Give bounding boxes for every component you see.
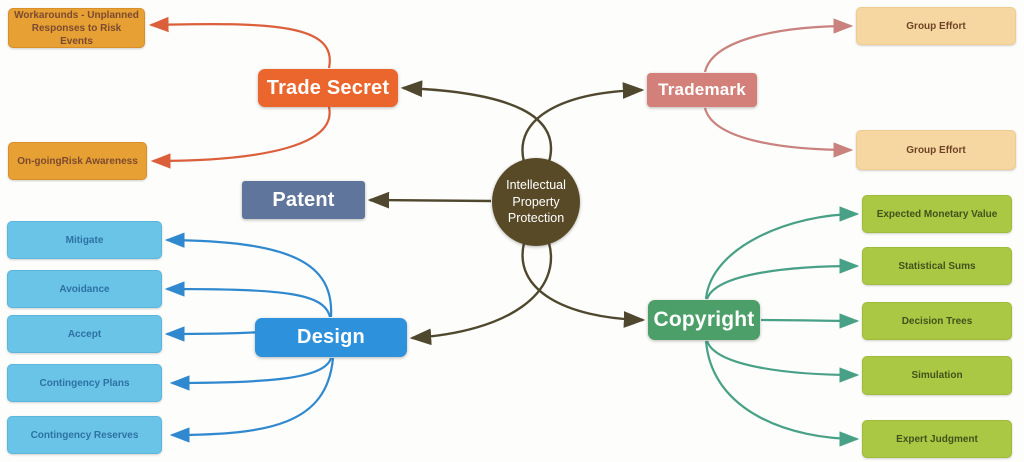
edge-copyright-decision-trees bbox=[760, 313, 860, 329]
node-mitigate: Mitigate bbox=[7, 221, 162, 259]
node-center-intellectual-property-protection: Intellectual Property Protection bbox=[492, 158, 580, 246]
node-ongoing-risk-awareness: On-goingRisk Awareness bbox=[8, 142, 147, 180]
edge-copyright-expert-judgment bbox=[704, 340, 860, 447]
node-trade-secret: Trade Secret bbox=[258, 69, 398, 107]
node-avoidance: Avoidance bbox=[7, 270, 162, 308]
edge-center-design bbox=[409, 242, 552, 346]
node-simulation: Simulation bbox=[862, 356, 1012, 395]
node-expert-judgment: Expert Judgment bbox=[862, 420, 1012, 458]
edge-copyright-statistical-sums bbox=[705, 258, 860, 300]
node-accept: Accept bbox=[7, 315, 162, 353]
edge-trademark-groupeffort2 bbox=[703, 107, 854, 158]
node-copyright: Copyright bbox=[648, 300, 760, 340]
edge-design-contingency-reserves bbox=[169, 357, 335, 443]
edge-tradesecret-ongoing bbox=[150, 106, 331, 169]
node-decision-trees: Decision Trees bbox=[862, 302, 1012, 340]
node-workarounds: Workarounds - Unplanned Responses to Ris… bbox=[8, 8, 145, 48]
edge-center-trade-secret bbox=[400, 80, 553, 163]
node-contingency-plans: Contingency Plans bbox=[7, 364, 162, 402]
node-contingency-reserves: Contingency Reserves bbox=[7, 416, 162, 454]
node-group-effort-1: Group Effort bbox=[856, 7, 1016, 45]
edge-center-trademark bbox=[521, 82, 645, 163]
edge-tradesecret-workarounds bbox=[148, 16, 331, 69]
node-statistical-sums: Statistical Sums bbox=[862, 247, 1012, 285]
edge-center-copyright bbox=[521, 242, 646, 328]
edge-design-mitigate bbox=[164, 232, 333, 318]
node-trademark: Trademark bbox=[647, 73, 757, 107]
edge-design-avoidance bbox=[164, 281, 332, 318]
edge-copyright-emv bbox=[704, 206, 860, 300]
node-expected-monetary-value: Expected Monetary Value bbox=[862, 195, 1012, 233]
edge-design-contingency-plans bbox=[169, 357, 333, 391]
node-patent: Patent bbox=[242, 181, 365, 219]
edge-center-patent bbox=[367, 191, 492, 209]
node-group-effort-2: Group Effort bbox=[856, 130, 1016, 170]
node-design: Design bbox=[255, 318, 407, 357]
edge-trademark-groupeffort1 bbox=[703, 18, 854, 73]
edge-copyright-simulation bbox=[705, 340, 860, 383]
